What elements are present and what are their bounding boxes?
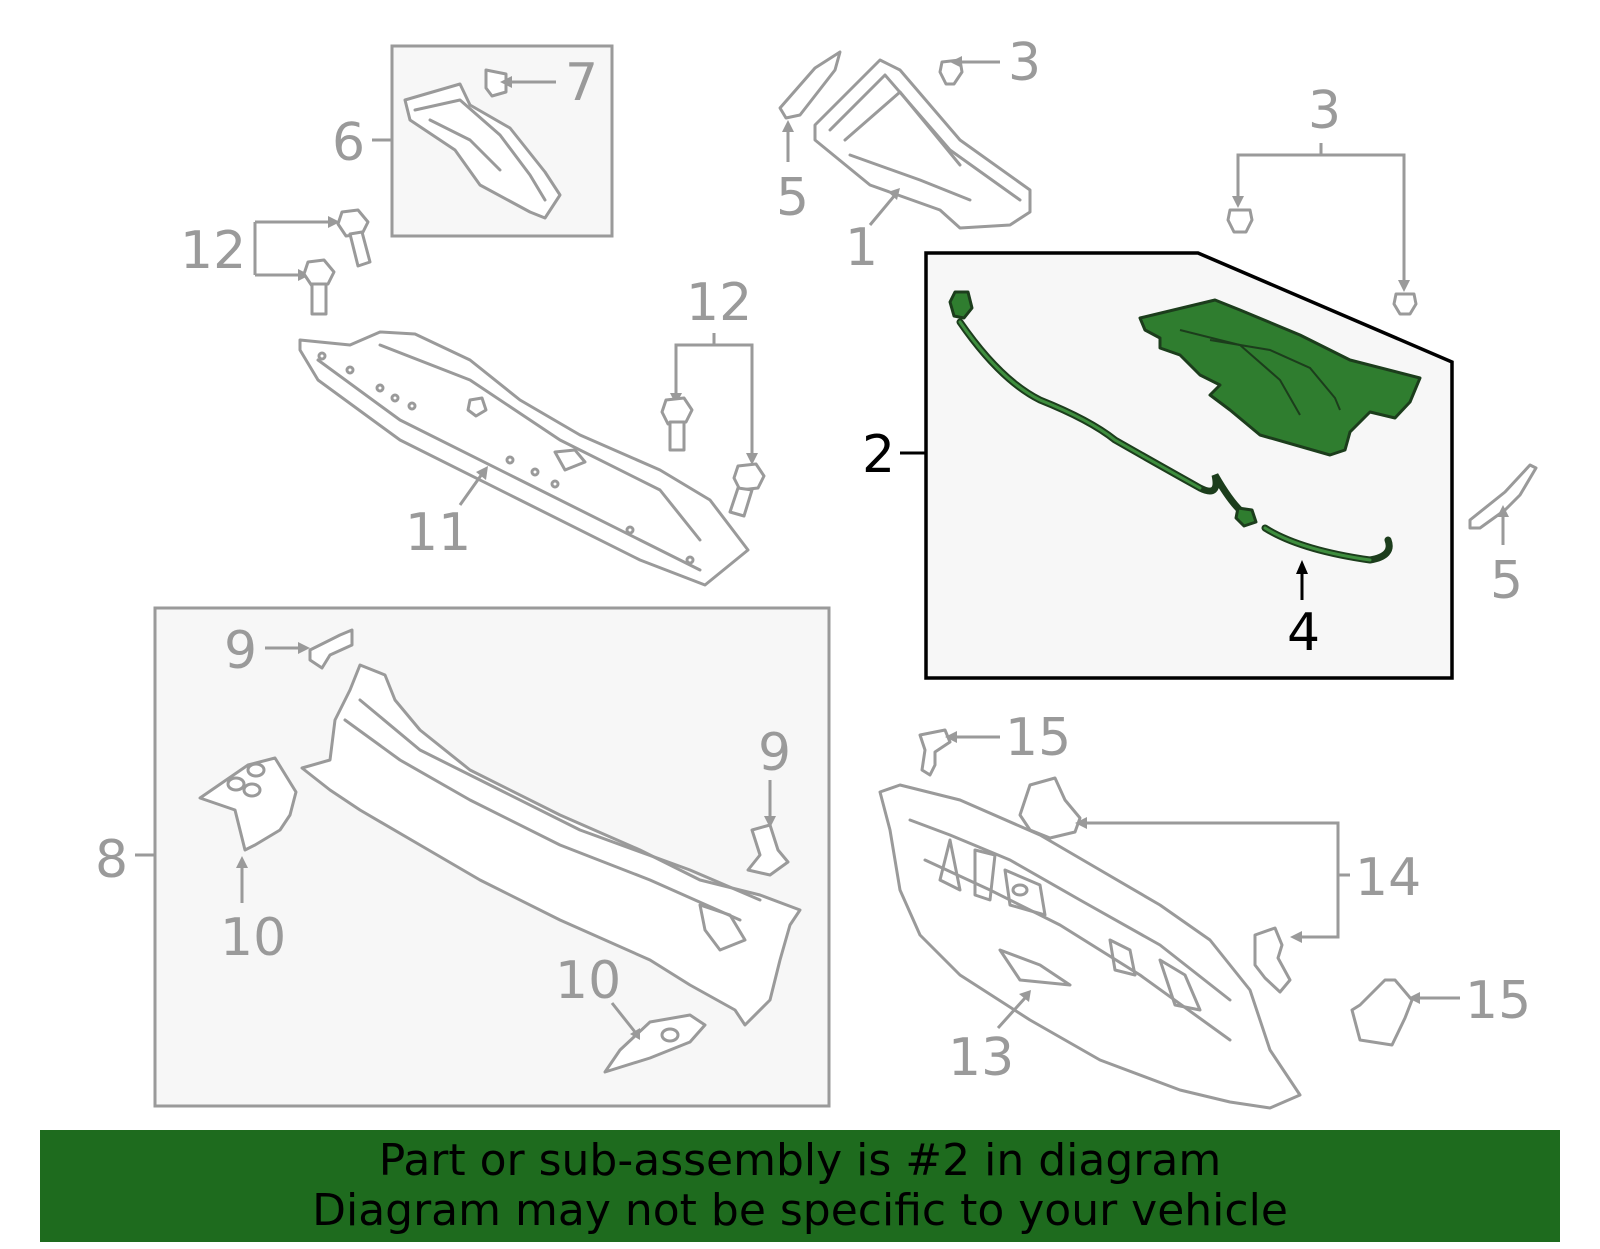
banner-line-1: Part or sub-assembly is #2 in diagram <box>378 1135 1222 1186</box>
callout-1: 1 <box>845 218 878 278</box>
callout-10-right: 10 <box>555 951 621 1011</box>
callout-5-right: 5 <box>1490 551 1523 611</box>
part-14-15-brackets <box>918 728 1460 1047</box>
callout-12-left: 12 <box>180 221 246 281</box>
callout-3-right: 3 <box>1308 81 1341 141</box>
part-13-dash-panel <box>878 783 1302 1110</box>
callout-9-left: 9 <box>224 621 257 681</box>
banner-line-2: Diagram may not be specific to your vehi… <box>312 1185 1288 1236</box>
part-11-reinforcement <box>298 330 750 587</box>
part-2-cowl-grille <box>1138 298 1422 457</box>
callout-7: 7 <box>565 53 598 113</box>
part-3-clips <box>1226 143 1418 316</box>
callout-12-mid: 12 <box>686 273 752 333</box>
part-1-cowl-panel <box>778 50 1032 230</box>
callout-15-top: 15 <box>1005 708 1071 768</box>
callout-9-right: 9 <box>758 723 791 783</box>
callout-10-left: 10 <box>220 908 286 968</box>
part-12-bolts-mid <box>660 333 766 518</box>
callout-2: 2 <box>862 425 895 485</box>
callout-4: 4 <box>1287 603 1320 663</box>
part-6-box <box>372 44 614 238</box>
part-5-right <box>1468 463 1538 545</box>
part-12-bolts-left <box>253 208 372 316</box>
callout-6: 6 <box>332 113 365 173</box>
callout-3-top: 3 <box>1008 33 1041 93</box>
callout-15-bottom: 15 <box>1465 971 1531 1031</box>
callout-14: 14 <box>1355 848 1421 908</box>
callout-13: 13 <box>948 1028 1014 1088</box>
part-8-box <box>135 606 831 1108</box>
callout-5-top: 5 <box>776 168 809 228</box>
callout-11: 11 <box>405 503 471 563</box>
info-banner: Part or sub-assembly is #2 in diagram Di… <box>40 1130 1560 1242</box>
part-2-box <box>900 251 1454 680</box>
callout-8: 8 <box>95 830 128 890</box>
